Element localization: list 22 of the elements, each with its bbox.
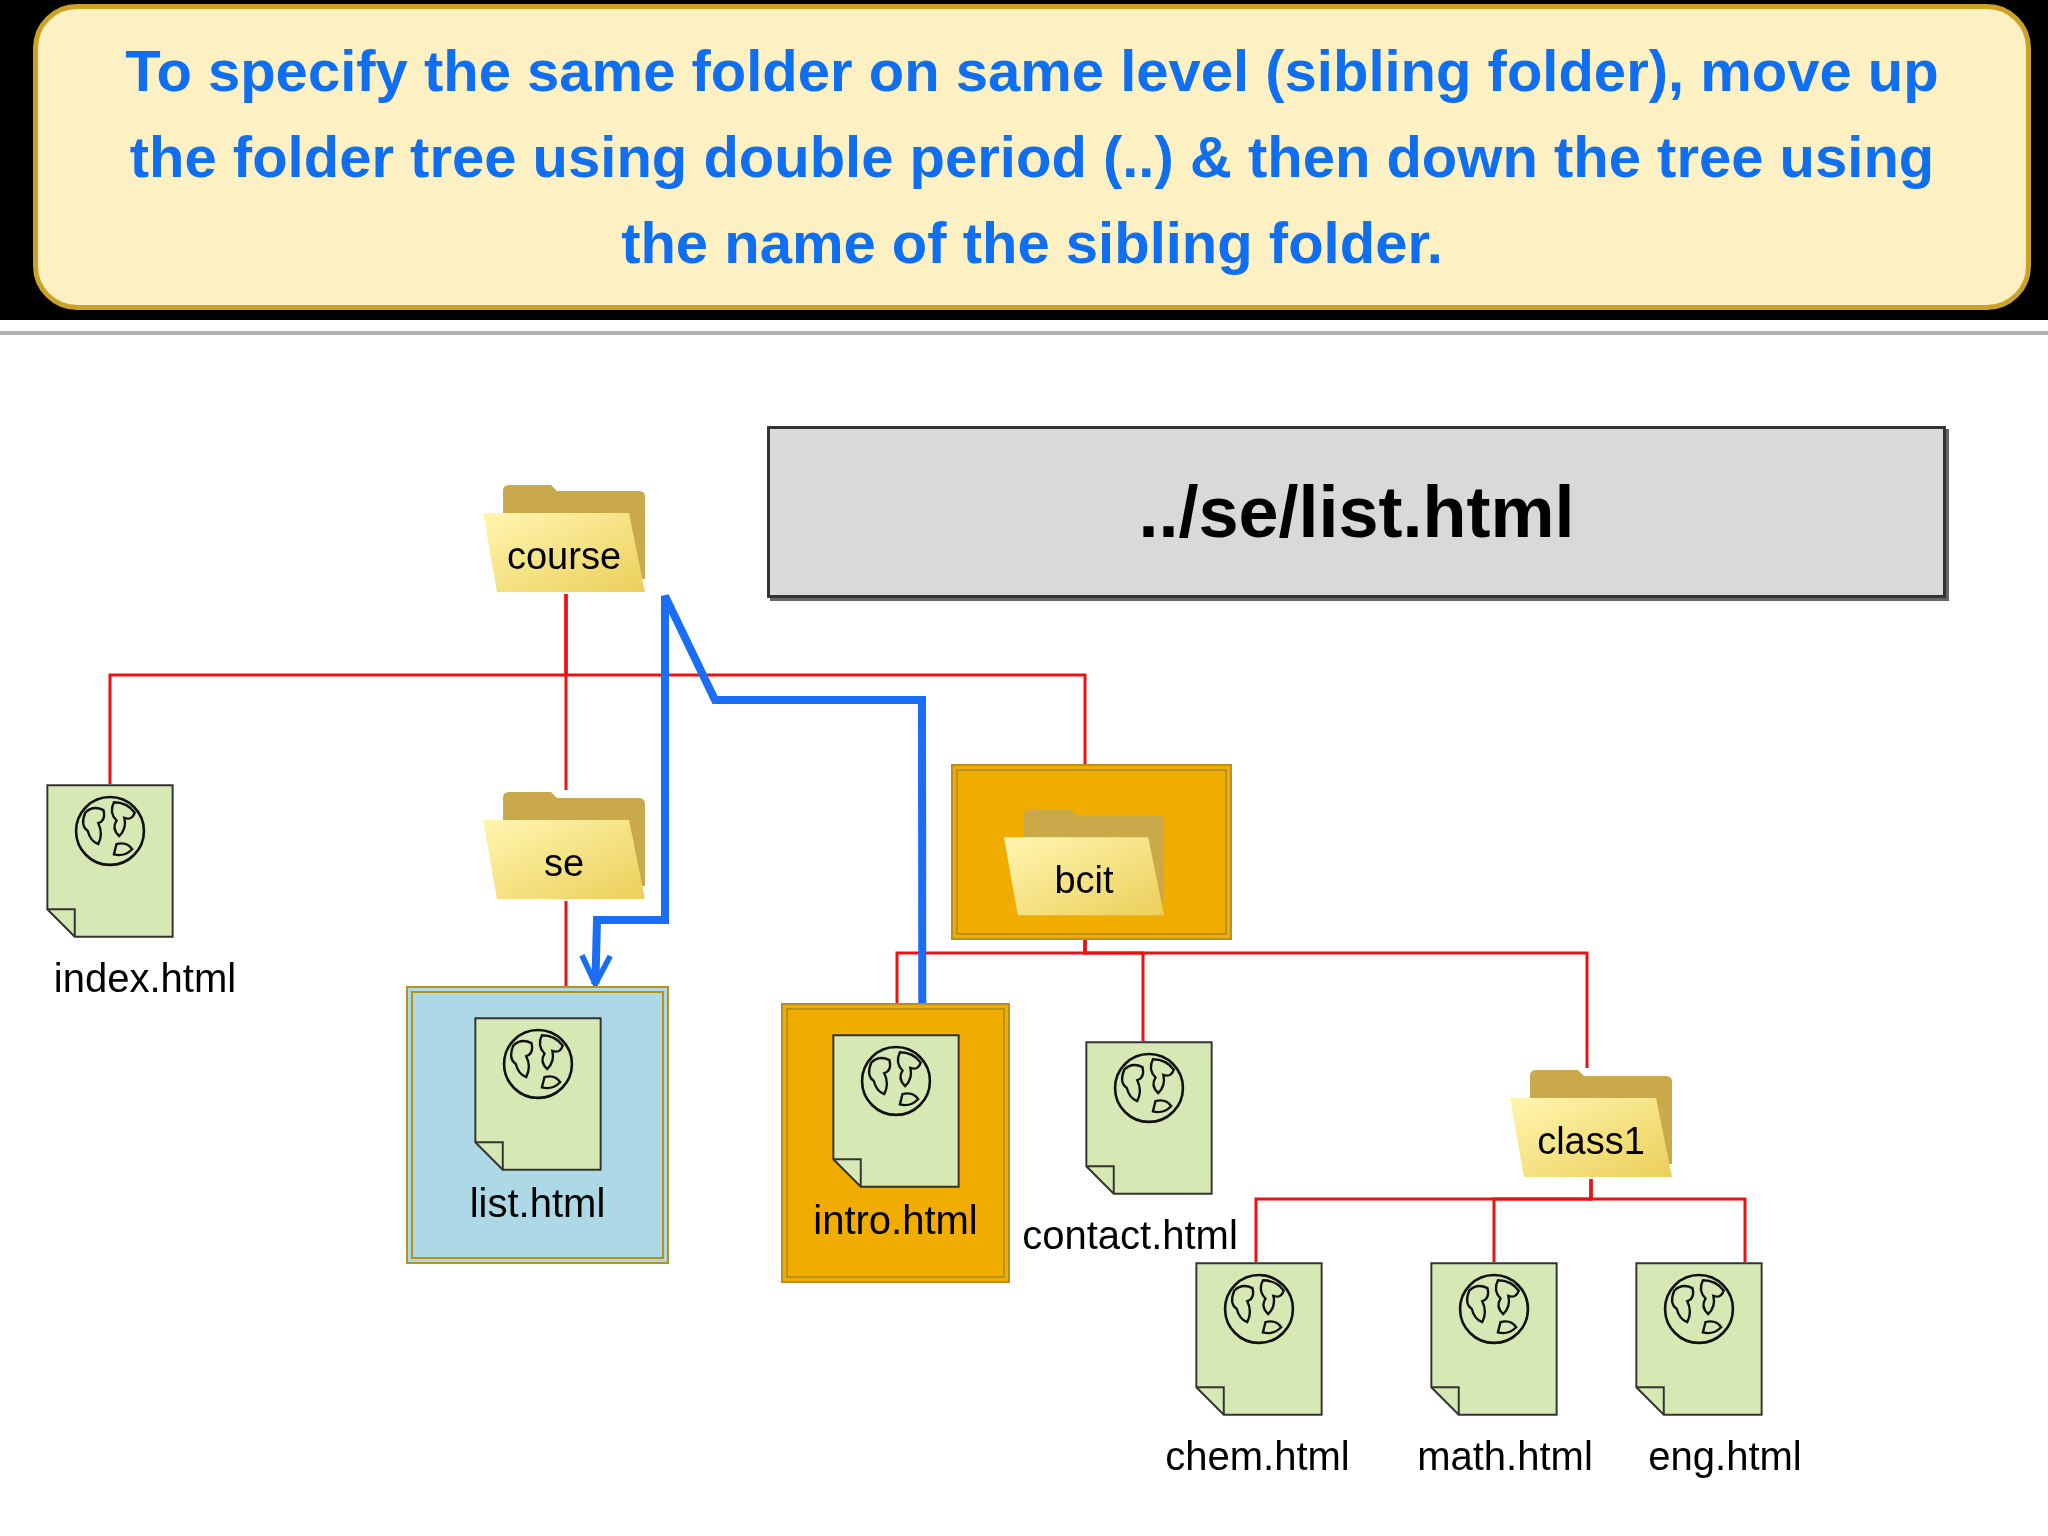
file-name: eng.html <box>1648 1433 1802 1480</box>
path-text: ../se/list.html <box>1138 476 1575 548</box>
folder-label: course <box>506 536 622 575</box>
file-name: contact.html <box>1022 1212 1238 1259</box>
highlight-box <box>951 764 1232 940</box>
file-name: math.html <box>1417 1433 1593 1480</box>
connector-line <box>1083 940 1589 1068</box>
connector-line <box>564 901 568 986</box>
file-name: chem.html <box>1165 1433 1350 1480</box>
title-text: To specify the same folder on same level (sibling folder), move up the folder tree using double period (..) & then down the tree using the name of the sibling folder. <box>124 37 1940 277</box>
file-name: intro.html <box>813 1198 978 1242</box>
file-name: index.html <box>53 955 237 1002</box>
file-name: list.html <box>469 1181 606 1225</box>
connector-line <box>564 594 1087 764</box>
highlight-box <box>406 986 669 1264</box>
folder-label: class1 <box>1537 1121 1645 1160</box>
path-box <box>767 426 1946 598</box>
folder-label: bcit <box>1054 860 1114 899</box>
highlight-box <box>781 1003 1010 1283</box>
folder-label: se <box>543 843 585 882</box>
connector-line <box>1589 1179 1747 1262</box>
arrow <box>579 592 927 1003</box>
